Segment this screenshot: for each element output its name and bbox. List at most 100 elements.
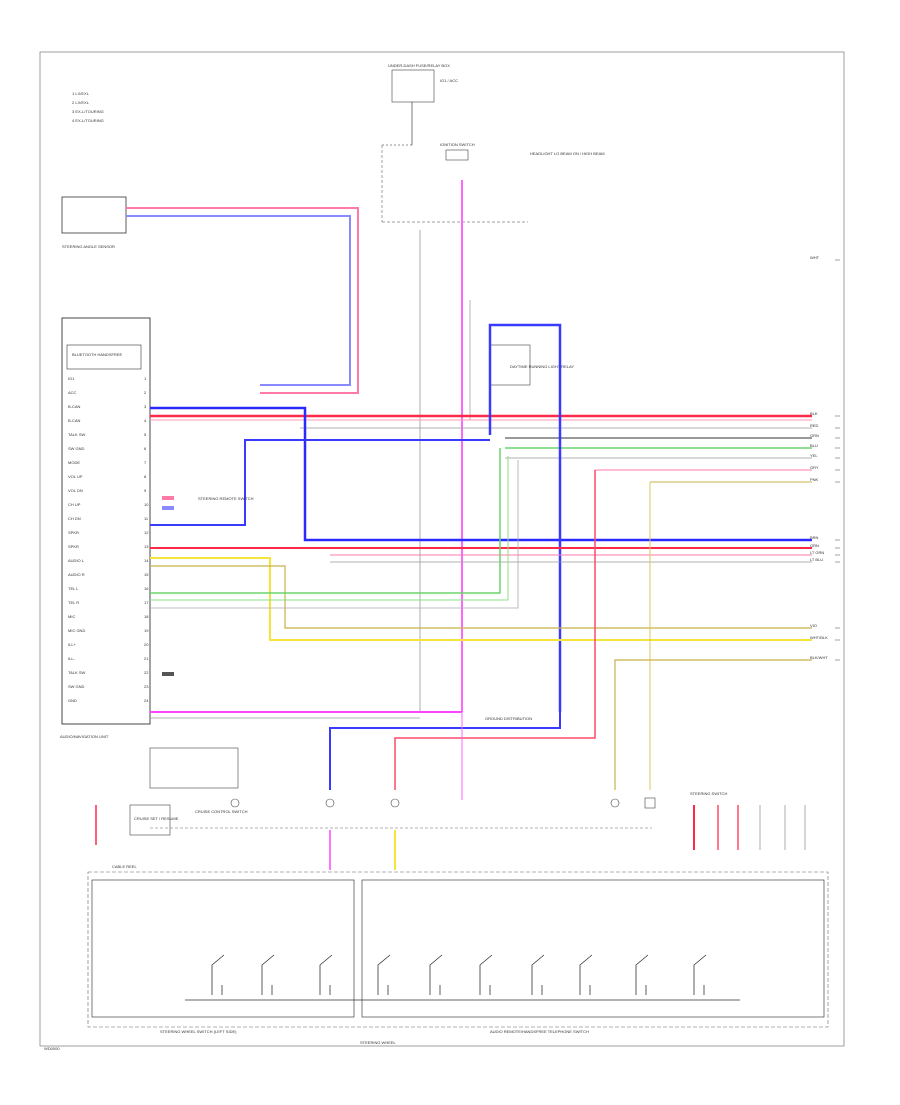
ecu-pin-number: 24 xyxy=(144,698,149,703)
wire-green-1 xyxy=(150,448,501,594)
right-switch-caption: AUDIO REMOTE/HANDSFREE TELEPHONE SWITCH xyxy=(490,1029,589,1034)
fuse-box-title: UNDER-DASH FUSE/RELAY BOX xyxy=(388,63,450,68)
ecu-pin-label: GND xyxy=(68,698,77,703)
ecu-pin-number: 14 xyxy=(144,558,149,563)
ecu-pin-number: 18 xyxy=(144,614,149,619)
ecu-pin-label: VOL DN xyxy=(68,488,83,493)
right-wire-code: BRN xyxy=(810,535,819,540)
left-switch-box xyxy=(91,879,355,1018)
page-code: WD0000 xyxy=(44,1046,60,1051)
ecu-pin-label: TALK SW xyxy=(68,432,85,437)
ecu-pin-number: 5 xyxy=(144,432,147,437)
ecu-connector-tags: STEERING REMOTE SWITCH xyxy=(162,496,254,676)
cable-reel-row: CABLE REEL xyxy=(112,797,656,869)
switch-contact xyxy=(429,954,443,995)
wire-pink-right xyxy=(394,470,596,790)
switch-contact xyxy=(635,954,649,995)
wire-green-2 xyxy=(150,456,509,601)
bottom-caption: STEERING WHEEL xyxy=(360,1040,397,1045)
tag-2 xyxy=(162,506,174,510)
reel-terminal-1 xyxy=(230,798,240,808)
ecu-pin-number: 8 xyxy=(144,474,147,479)
reel-terminal-3 xyxy=(390,798,400,808)
legend-item-4: 4 EX-L/TOURING xyxy=(72,118,104,123)
ecu-pin-label: ILL- xyxy=(68,656,76,661)
daytime-relay-label: DAYTIME RUNNING LIGHT RELAY xyxy=(510,364,574,369)
ecu-pin-label: IG1 xyxy=(68,376,75,381)
right-wire-code: VIO xyxy=(810,623,817,628)
ecu-pin-number: 11 xyxy=(144,516,149,521)
ecu-pin-label: ILL+ xyxy=(68,642,77,647)
right-wire-code: GRY xyxy=(810,465,819,470)
switch-contact xyxy=(531,954,545,995)
ecu-pin-label: CH DN xyxy=(68,516,81,521)
fuse-relay-box: UNDER-DASH FUSE/RELAY BOX IG1 / ACC IGNI… xyxy=(382,63,605,161)
switch-contact xyxy=(479,954,493,995)
right-wire-code: BLU xyxy=(810,443,818,448)
wire-gray-low xyxy=(150,460,519,609)
steering-angle-sensor: STEERING ANGLE SENSOR xyxy=(61,196,127,249)
switch-contact xyxy=(693,954,707,995)
ecu-pin-number: 2 xyxy=(144,390,147,395)
fuse-box-outline xyxy=(391,69,435,103)
ecu-pin-label: B-CAN xyxy=(68,404,81,409)
ecu-pin-number: 20 xyxy=(144,642,149,647)
ecu-pin-number: 21 xyxy=(144,656,149,661)
ecu-pin-label: MODE xyxy=(68,460,80,465)
ecu-pin-label: TEL L xyxy=(68,586,79,591)
ecu-pin-label: VOL UP xyxy=(68,474,83,479)
ecu-pin-label: MIC xyxy=(68,614,75,619)
ignition-switch-body xyxy=(445,149,469,161)
ignition-switch-label: IGNITION SWITCH xyxy=(440,142,475,147)
remote-switch-label: STEERING REMOTE SWITCH xyxy=(198,496,254,501)
daytime-relay: DAYTIME RUNNING LIGHT RELAY xyxy=(489,344,574,386)
right-wire-code: LT GRN xyxy=(810,550,824,555)
ecu-pin-number: 7 xyxy=(144,460,147,465)
switch-contact xyxy=(261,954,275,995)
left-switch-caption: STEERING WHEEL SWITCH (LEFT SIDE) xyxy=(160,1029,237,1034)
ecu-pin-number: 15 xyxy=(144,572,149,577)
reel-terminal-2 xyxy=(325,798,335,808)
side-box-label: CRUISE SET / RESUME xyxy=(134,816,179,821)
ecu-pin-label: SPKR xyxy=(68,530,79,535)
ecu-pin-number: 23 xyxy=(144,684,149,689)
ecu-pin-number: 6 xyxy=(144,446,147,451)
right-wire-code: PNK xyxy=(810,477,819,482)
tag-1 xyxy=(162,496,174,500)
legend-item-3: 3 EX-L/TOURING xyxy=(72,109,104,114)
steering-wheel-dashed xyxy=(87,871,829,1028)
ecu-pin-number: 17 xyxy=(144,600,149,605)
right-connector-label: STEERING SWITCH xyxy=(690,791,727,796)
headlight-note: HEADLIGHT LO BEAM ON / HIGH BEAM xyxy=(530,151,605,156)
ground-note: GROUND DISTRIBUTION xyxy=(485,716,532,721)
fuse-box-sub: IG1 / ACC xyxy=(440,78,458,83)
ecu-pin-number: 4 xyxy=(144,418,147,423)
right-wire-code: ORN xyxy=(810,543,819,548)
ecu-pin-label: TALK SW xyxy=(68,670,85,675)
right-wire-code: WHT xyxy=(810,255,820,260)
ecu-pin-number: 12 xyxy=(144,530,149,535)
legend-item-2: 2 LX/EXL xyxy=(72,100,90,105)
ecu-bottom-label: AUDIO/NAVIGATION UNIT xyxy=(60,734,109,739)
right-switch-box xyxy=(361,879,825,1018)
ecu-pin-number: 19 xyxy=(144,628,149,633)
ecu-pin-number: 22 xyxy=(144,670,149,675)
ecu-pin-number: 9 xyxy=(144,488,147,493)
audio-nav-unit: BLUETOOTH HANDSFREE AUDIO/NAVIGATION UNI… xyxy=(60,317,151,739)
cable-reel-label: CABLE REEL xyxy=(112,864,137,869)
ecu-box xyxy=(61,317,151,725)
ecu-pin-label: SW GND xyxy=(68,684,85,689)
ecu-pin-number: 16 xyxy=(144,586,149,591)
legend: 1 LX/EXL 2 LX/EXL 3 EX-L/TOURING 4 EX-L/… xyxy=(72,91,104,123)
switch-contact xyxy=(579,954,593,995)
diagram-frame xyxy=(39,51,845,1047)
ecu-pin-label: CH UP xyxy=(68,502,81,507)
switch-contact xyxy=(211,954,225,995)
switch-contact xyxy=(319,954,333,995)
ecu-pin-label: MIC GND xyxy=(68,628,85,633)
wire-blue-bottom xyxy=(329,712,561,790)
